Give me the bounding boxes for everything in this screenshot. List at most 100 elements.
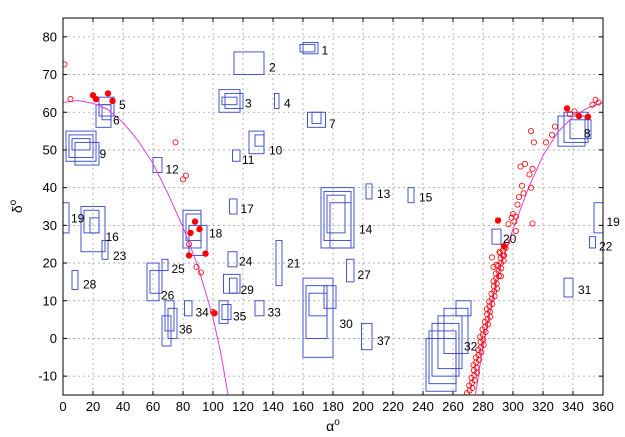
region-box [302, 277, 334, 358]
filled-data-point [187, 229, 194, 237]
region-box [569, 119, 592, 140]
filled-data-point [584, 113, 592, 120]
region-box [221, 304, 232, 321]
region-label: 12 [166, 162, 180, 176]
filled-data-point [109, 97, 116, 105]
region-box [149, 270, 163, 294]
open-data-point [488, 254, 495, 261]
filled-data-point [211, 309, 218, 317]
open-data-point [526, 171, 533, 178]
x-tick-label: 40 [116, 399, 130, 414]
region-box [365, 183, 373, 200]
region-box [71, 270, 79, 290]
open-data-point [528, 184, 535, 191]
filled-data-point [92, 95, 100, 103]
region-box [152, 157, 163, 174]
region-box [308, 292, 328, 317]
region-label: 29 [241, 283, 255, 297]
region-label: 33 [268, 306, 282, 320]
open-data-point [513, 228, 520, 235]
region-box [223, 273, 241, 294]
region-box [346, 258, 355, 283]
open-data-point [549, 131, 556, 138]
region-label: 22 [599, 240, 613, 254]
y-tick-label: 20 [43, 256, 57, 271]
plot-frame [62, 17, 604, 396]
open-data-point [63, 61, 68, 68]
region-box [167, 307, 178, 339]
region-box [184, 300, 193, 317]
y-axis-label-sup: o [8, 199, 19, 205]
region-box [101, 239, 109, 260]
region-box [329, 202, 352, 249]
region-box [254, 300, 265, 317]
open-data-point [500, 252, 507, 259]
y-tick-label: 80 [43, 29, 57, 44]
open-data-point [571, 108, 578, 115]
region-box [68, 134, 94, 158]
filled-data-point [575, 112, 583, 120]
region-label: 4 [284, 96, 291, 110]
region-label: 24 [239, 255, 253, 269]
region-box [98, 96, 115, 117]
data-points [63, 61, 602, 395]
open-data-point [517, 163, 524, 170]
galactic-plane-curve [63, 100, 603, 395]
region-label: 34 [196, 306, 210, 320]
region-box [326, 194, 346, 234]
region-label: 26 [161, 289, 175, 303]
region-box [455, 300, 472, 317]
region-label: 19 [71, 211, 85, 225]
x-tick-label: 240 [412, 399, 434, 414]
region-box [274, 92, 280, 109]
open-data-point [67, 96, 74, 103]
region-box [218, 89, 241, 113]
region-box [311, 111, 322, 125]
x-tick-label: 360 [592, 399, 614, 414]
region-box [323, 285, 337, 309]
region-label: 31 [578, 283, 592, 297]
region-box [71, 138, 91, 151]
open-data-point [505, 221, 512, 228]
region-box [161, 258, 169, 272]
open-data-point [179, 176, 186, 183]
open-data-point [531, 139, 538, 146]
region-box [428, 330, 457, 385]
region-box [74, 141, 100, 166]
region-box [188, 224, 208, 256]
open-data-point [567, 111, 574, 118]
region-box [557, 115, 586, 147]
filled-data-point [196, 225, 203, 233]
region-label: 28 [83, 277, 97, 291]
x-axis-label-text: α [326, 418, 334, 434]
region-box [229, 198, 238, 215]
open-data-point [595, 99, 602, 106]
x-tick-label: 300 [502, 399, 524, 414]
region-box [299, 43, 316, 53]
open-data-point [496, 248, 503, 255]
open-data-point [193, 263, 200, 270]
y-tick-label: 0 [50, 331, 57, 346]
region-box [307, 111, 326, 128]
region-label: 30 [340, 317, 354, 331]
x-tick-label: 20 [86, 399, 100, 414]
open-data-point [514, 201, 521, 208]
y-tick-label: 60 [43, 105, 57, 120]
region-box [437, 315, 463, 370]
region-box [221, 96, 238, 106]
open-data-point [589, 101, 596, 108]
x-tick-label: 200 [352, 399, 374, 414]
region-label: 27 [358, 268, 372, 282]
region-box [233, 51, 265, 76]
filled-data-point [185, 252, 193, 259]
y-tick-label: 40 [43, 180, 57, 195]
region-box [232, 149, 241, 162]
open-data-point [503, 239, 510, 246]
region-box [229, 277, 238, 294]
region-label: 20 [503, 232, 517, 246]
region-label: 3 [245, 96, 252, 110]
y-tick-label: 10 [43, 293, 57, 308]
